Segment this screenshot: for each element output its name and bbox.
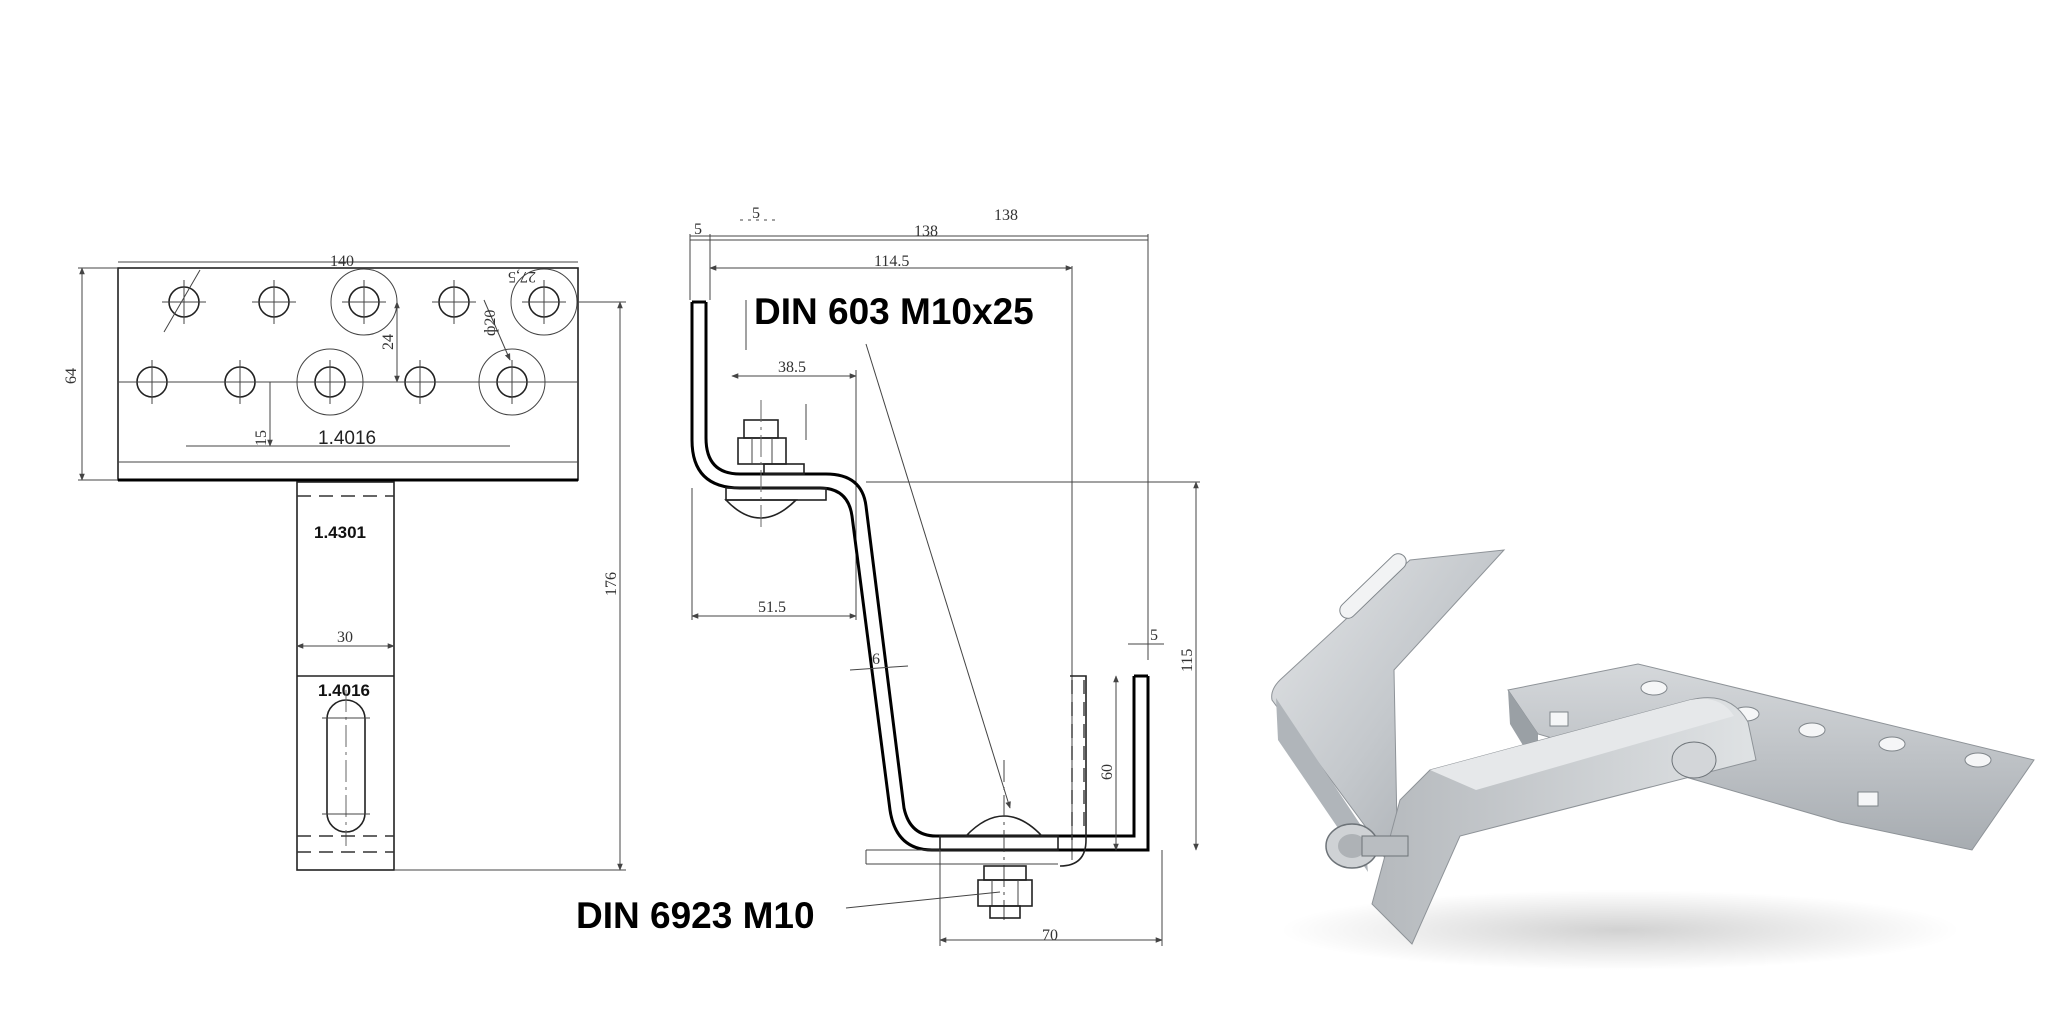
dim-top-d: 5: [752, 205, 760, 222]
dim-plate-width: 140: [330, 253, 354, 270]
bolt-icon: [1325, 741, 1717, 869]
dim-total-height: 176: [603, 572, 620, 596]
lower-bolt-assembly: [865, 760, 1059, 920]
dim-offset: 38.5: [778, 359, 806, 376]
dim-lower: 51.5: [758, 599, 786, 616]
bolt-label: DIN 603 M10x25: [754, 291, 1034, 332]
bracket-profile: [690, 302, 1150, 852]
plate-holes: [118, 268, 578, 416]
arm-material-label: 1.4301: [314, 523, 366, 542]
hook-material-label: 1.4016: [318, 681, 370, 700]
nut-label: DIN 6923 M10: [576, 895, 815, 936]
dim-thickness: 6: [872, 651, 880, 668]
stainless-roof-hook-photo: [1271, 549, 2035, 970]
bracket-profile-inner: [704, 302, 1136, 838]
plate-material-label: 1.4016: [318, 428, 376, 449]
side-view: 5 5 138 138 114.5 DIN 603 M10x25 38.5: [576, 205, 1200, 946]
dim-top-a: 5: [694, 221, 702, 238]
dim-inner: 114.5: [874, 253, 909, 270]
dim-right-flange: 5: [1150, 627, 1158, 644]
dim-hole-diameter: ф20: [482, 310, 499, 336]
upper-bolt-assembly: [724, 400, 827, 530]
dim-lip-height: 60: [1099, 764, 1116, 780]
dim-row-gap: 24: [380, 334, 397, 350]
dim-plate-height: 64: [63, 368, 80, 384]
dim-top-c: 138: [994, 207, 1018, 224]
front-view: 140 64 27,5 ф20 24 15 1.4016 1.4301 30 1…: [63, 253, 626, 871]
dim-hole-spacing: 27,5: [508, 268, 536, 285]
dim-right-height: 115: [1179, 649, 1196, 672]
dim-arm-width: 30: [337, 629, 353, 646]
dim-base-width: 70: [1042, 927, 1058, 944]
dim-top-b: 138: [914, 223, 938, 240]
dim-edge-offset: 15: [253, 430, 270, 446]
